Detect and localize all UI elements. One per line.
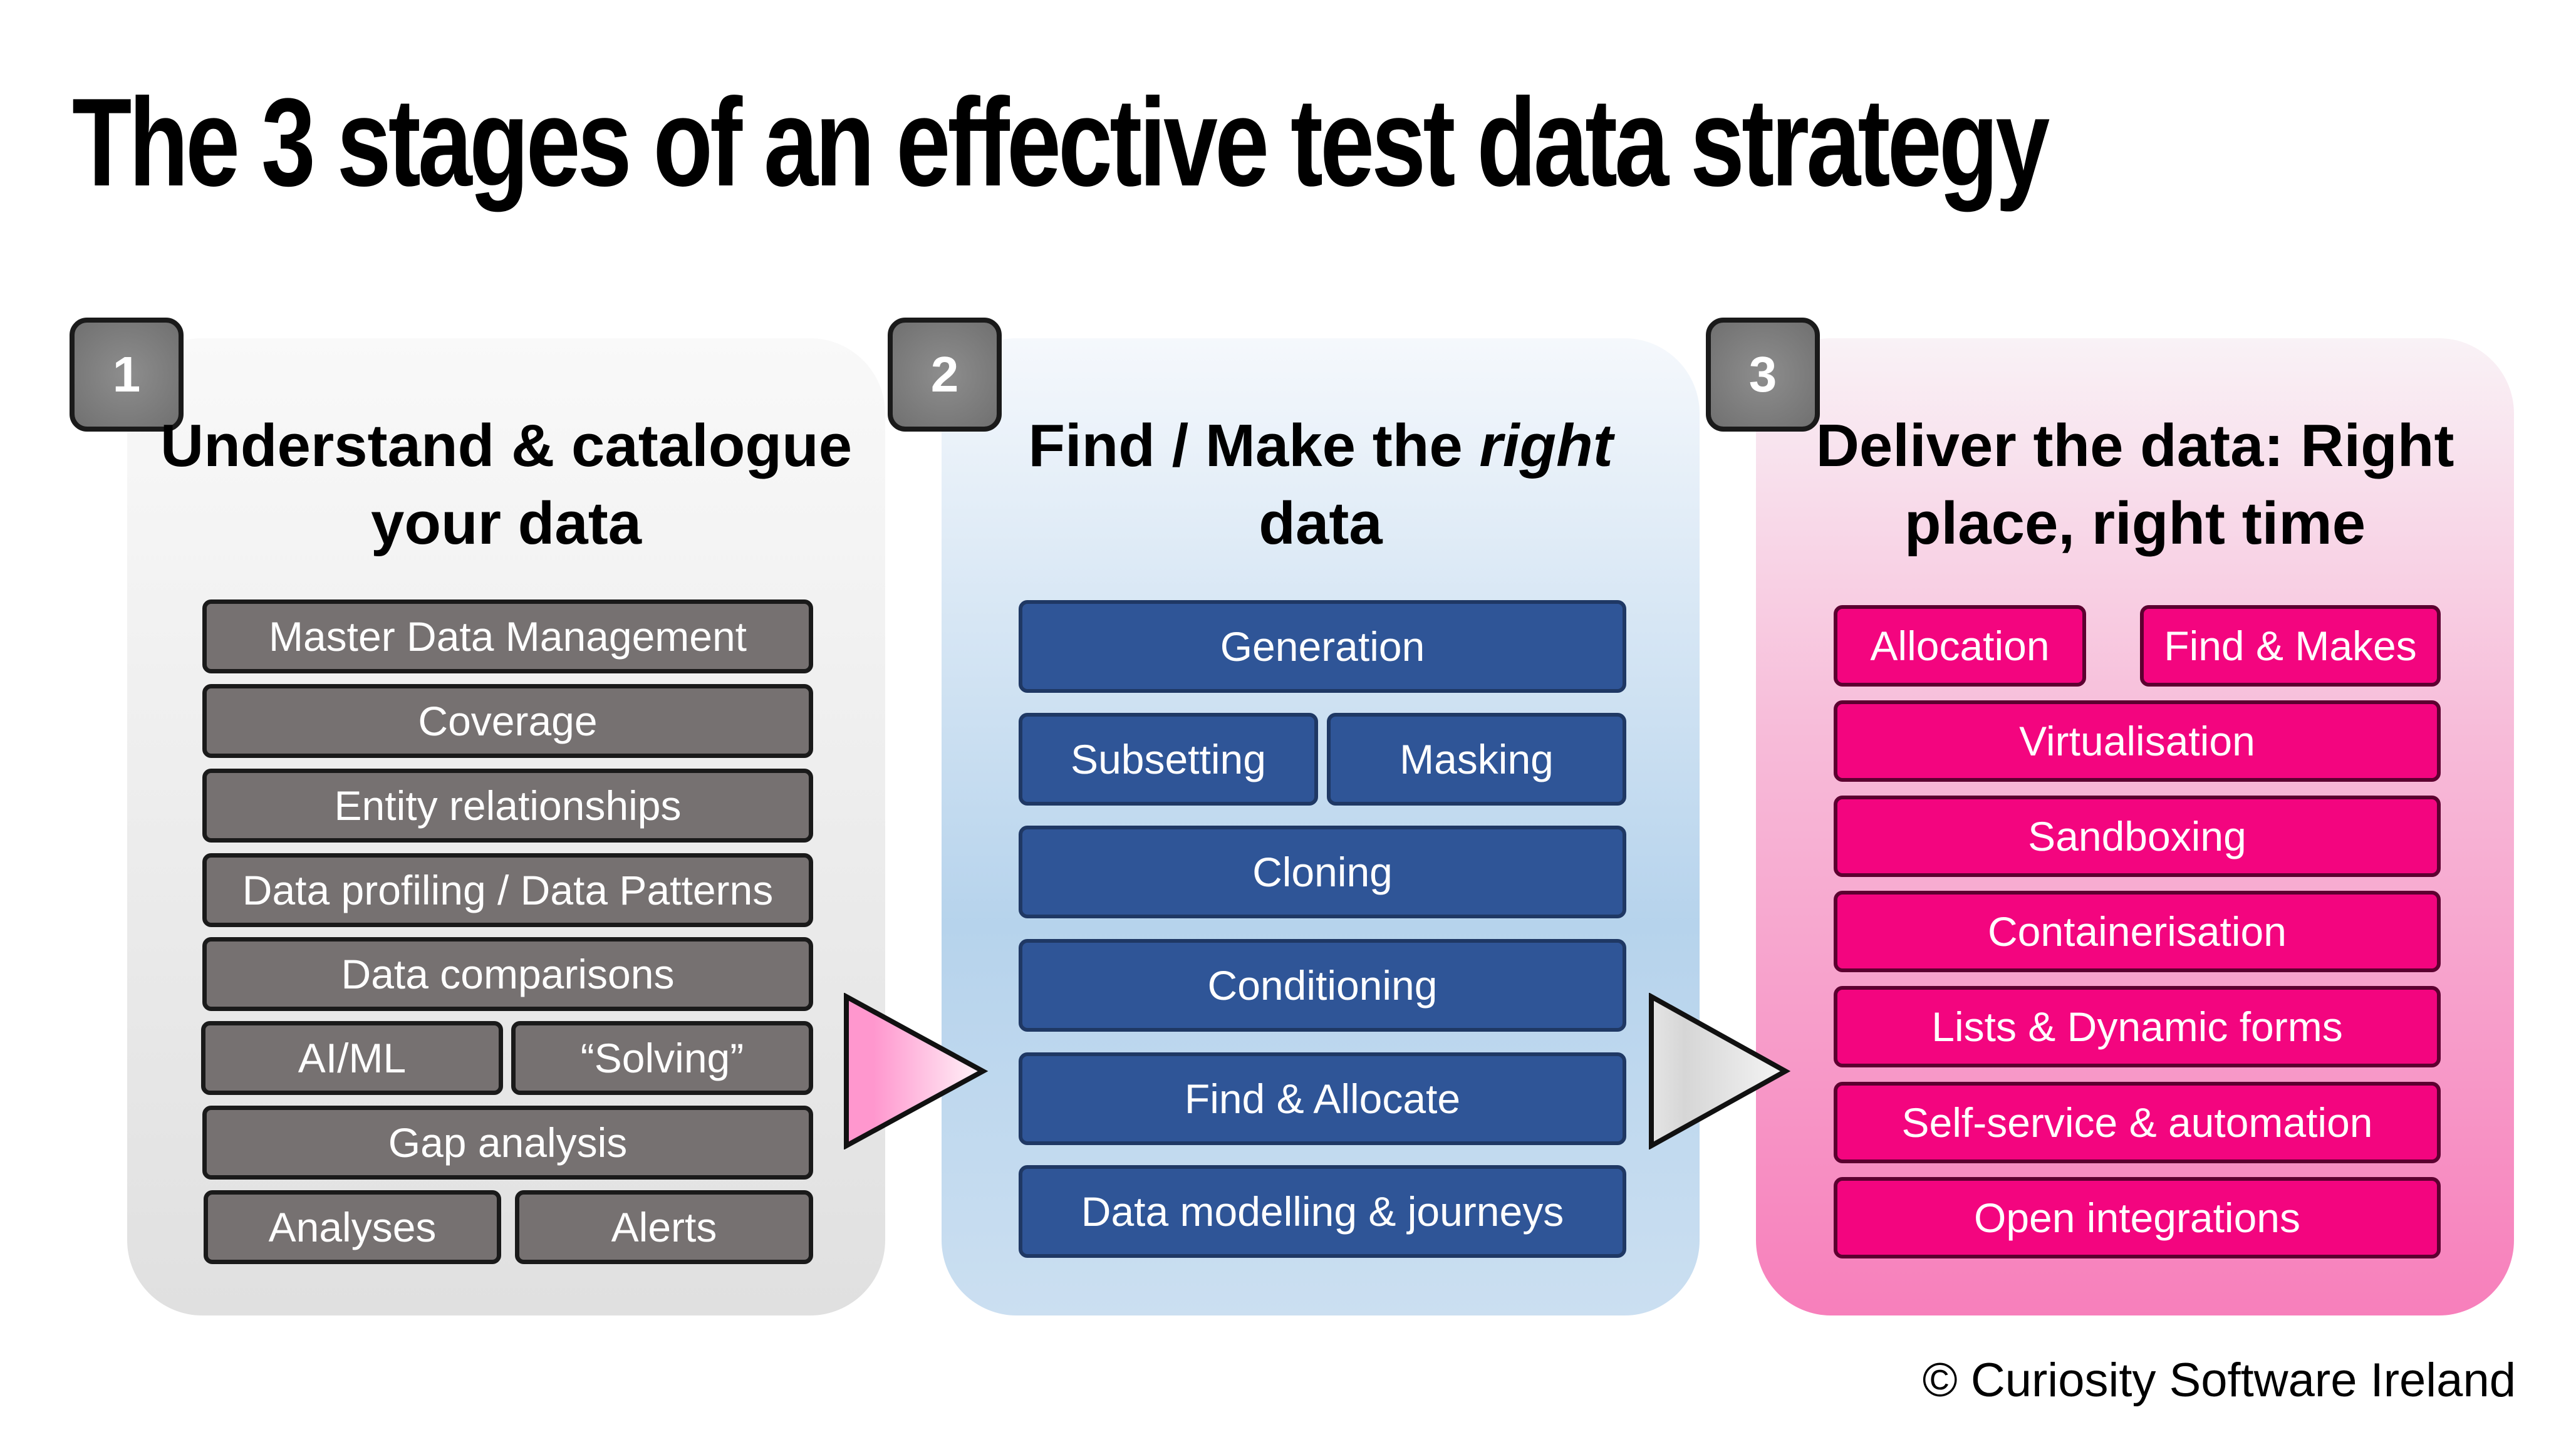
stage-3-title: Deliver the data: Right place, right tim…	[1756, 407, 2514, 563]
stage-3-item-containerisation: Containerisation	[1834, 891, 2441, 972]
stage-3-item-lists-dynamic-forms: Lists & Dynamic forms	[1834, 986, 2441, 1067]
stage-2-title: Find / Make the right data	[942, 407, 1700, 563]
stage-3-item-virtualisation: Virtualisation	[1834, 700, 2441, 782]
arrow-stage-1-to-2-icon	[844, 993, 989, 1149]
stage-1-title-line1: Understand & catalogue	[160, 412, 853, 479]
stage-3-item-allocation: Allocation	[1834, 605, 2086, 687]
stage-1-item-ai-ml: AI/ML	[201, 1021, 503, 1095]
stage-2-title-emphasis: right	[1479, 412, 1613, 479]
stage-2-item-generation: Generation	[1019, 600, 1626, 693]
stage-2-item-subsetting: Subsetting	[1019, 713, 1318, 806]
stage-2-item-masking: Masking	[1327, 713, 1626, 806]
stage-3-item-sandboxing: Sandboxing	[1834, 796, 2441, 877]
stage-1-number-badge: 1	[70, 318, 184, 432]
stage-2-title-line1: Find / Make the right	[1028, 412, 1613, 479]
stage-1-item-data-profiling: Data profiling / Data Patterns	[202, 853, 813, 927]
stage-2-item-conditioning: Conditioning	[1019, 939, 1626, 1032]
stage-3-number-badge: 3	[1706, 318, 1820, 432]
stage-1-item-data-comparisons: Data comparisons	[202, 937, 813, 1011]
stage-1-title: Understand & catalogue your data	[127, 407, 885, 563]
stage-1-item-coverage: Coverage	[202, 684, 813, 758]
stage-1-item-entity-relationships: Entity relationships	[202, 769, 813, 843]
stage-1-title-line2: your data	[370, 490, 642, 557]
stage-3-title-line1: Deliver the data: Right	[1815, 412, 2454, 479]
stage-1-item-alerts: Alerts	[515, 1190, 813, 1264]
arrow-stage-2-to-3-icon	[1649, 993, 1791, 1149]
stage-1-item-analyses: Analyses	[204, 1190, 501, 1264]
stage-1-item-gap-analysis: Gap analysis	[202, 1106, 813, 1180]
stage-2-item-cloning: Cloning	[1019, 826, 1626, 918]
stage-3-title-line2: place, right time	[1904, 490, 2366, 557]
stage-3-item-open-integrations: Open integrations	[1834, 1177, 2441, 1258]
stage-2-number-badge: 2	[888, 318, 1002, 432]
stage-1-item-master-data-management: Master Data Management	[202, 599, 813, 673]
stage-2-item-data-modelling: Data modelling & journeys	[1019, 1165, 1626, 1258]
copyright-notice: © Curiosity Software Ireland	[1922, 1354, 2516, 1407]
page-title: The 3 stages of an effective test data s…	[72, 73, 2050, 212]
stage-2-title-line2: data	[1259, 490, 1383, 557]
stage-1-item-solving: “Solving”	[511, 1021, 813, 1095]
stage-3-item-find-makes: Find & Makes	[2140, 605, 2441, 687]
stage-2-item-find-allocate: Find & Allocate	[1019, 1052, 1626, 1145]
stage-3-item-self-service: Self-service & automation	[1834, 1082, 2441, 1163]
